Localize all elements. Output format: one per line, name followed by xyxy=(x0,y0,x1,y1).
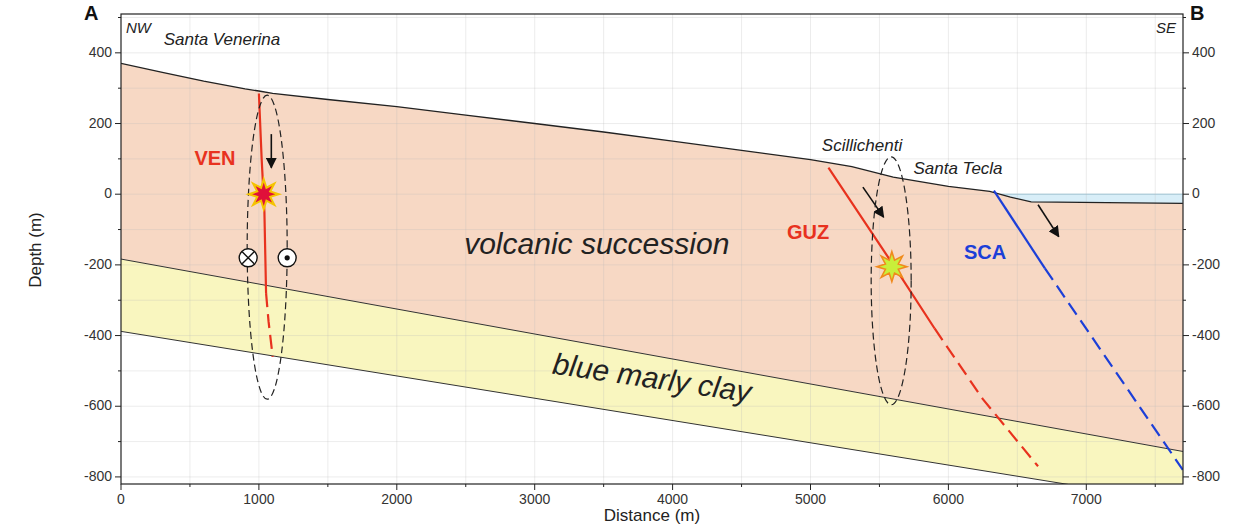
axis-number: -800 xyxy=(84,469,112,484)
axis-number: 0 xyxy=(117,492,125,507)
axis-number: 5000 xyxy=(795,492,826,507)
epicentre-star xyxy=(249,179,279,209)
axis-number: -200 xyxy=(1192,257,1220,272)
clay-band xyxy=(121,258,1183,484)
slip-arrow xyxy=(1038,205,1059,237)
plot-frame xyxy=(121,14,1183,484)
axis-number: -400 xyxy=(1192,328,1220,343)
fault-name: GUZ xyxy=(787,221,829,243)
axis-number: 3000 xyxy=(519,492,550,507)
direction-label: SE xyxy=(1156,20,1176,37)
axis-number: -200 xyxy=(84,257,112,272)
axis-number: 400 xyxy=(89,45,112,60)
fault-name: SCA xyxy=(964,241,1006,263)
section-end: A xyxy=(84,2,98,24)
axis-ticks xyxy=(115,18,1189,491)
axis-number: 0 xyxy=(104,186,112,201)
axis-number: -600 xyxy=(1192,399,1220,414)
axis-number: 1000 xyxy=(243,492,274,507)
zone-ellipse xyxy=(871,157,911,405)
axis-number: -800 xyxy=(1192,469,1220,484)
guz-fault xyxy=(935,328,1038,466)
axis-number: 6000 xyxy=(933,492,964,507)
place-name: Scillichenti xyxy=(822,137,902,156)
axis-title: Depth (m) xyxy=(27,212,46,288)
axis-number: 4000 xyxy=(657,492,688,507)
place-name: Santa Venerina xyxy=(164,31,281,50)
axis-number: 200 xyxy=(89,116,112,131)
axis-title: Distance (m) xyxy=(604,507,700,526)
guz-fault xyxy=(828,168,934,329)
place-name: Santa Tecla xyxy=(913,160,1002,179)
axis-number: 400 xyxy=(1192,45,1215,60)
fault-name: VEN xyxy=(194,147,235,169)
axis-number: 2000 xyxy=(381,492,412,507)
plot-area xyxy=(121,14,1183,484)
toward-symbol xyxy=(285,255,290,260)
zone-ellipse xyxy=(247,95,287,399)
slip-arrow xyxy=(271,134,273,168)
toward-symbol xyxy=(278,249,296,267)
axis-number: -400 xyxy=(84,328,112,343)
ven-fault xyxy=(266,293,273,357)
section-end: B xyxy=(1190,2,1204,24)
away-symbol xyxy=(239,249,257,267)
epicentre-star xyxy=(877,252,907,282)
direction-label: NW xyxy=(126,20,151,37)
slip-arrow xyxy=(863,187,884,217)
volcanic-layer: volcanic succession xyxy=(464,227,729,260)
axis-number: -600 xyxy=(84,399,112,414)
grid xyxy=(121,14,1183,484)
axis-number: 200 xyxy=(1192,116,1215,131)
away-symbol xyxy=(242,252,254,264)
layer-boundary xyxy=(121,330,1183,484)
axis-number: 7000 xyxy=(1071,492,1102,507)
layer-name: volcanic succession xyxy=(464,227,729,260)
sca-fault xyxy=(1045,268,1183,469)
layer-boundary xyxy=(121,258,1183,454)
axis-number: 0 xyxy=(1192,186,1200,201)
